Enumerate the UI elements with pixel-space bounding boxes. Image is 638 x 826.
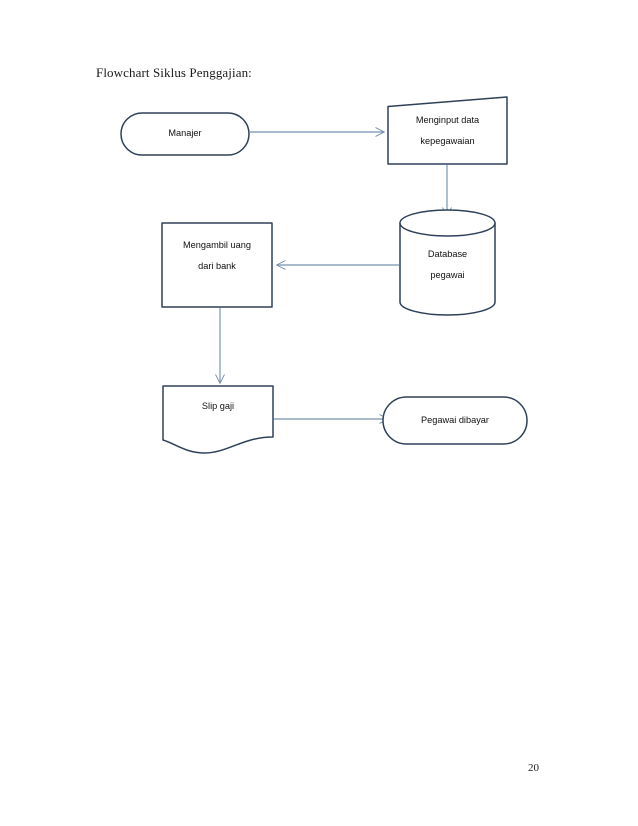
shape-mengambil-uang-dari-bank[interactable]: [161, 222, 273, 308]
shape-pegawai-dibayar[interactable]: [382, 396, 528, 445]
shape-manajer[interactable]: [120, 112, 250, 156]
shape-database-pegawai[interactable]: [399, 209, 496, 316]
page-number: 20: [528, 762, 539, 774]
shape-slip-gaji[interactable]: [162, 385, 274, 454]
shape-menginput-data-kepegawaian[interactable]: [387, 96, 508, 165]
page-title: Flowchart Siklus Penggajian:: [96, 65, 252, 80]
